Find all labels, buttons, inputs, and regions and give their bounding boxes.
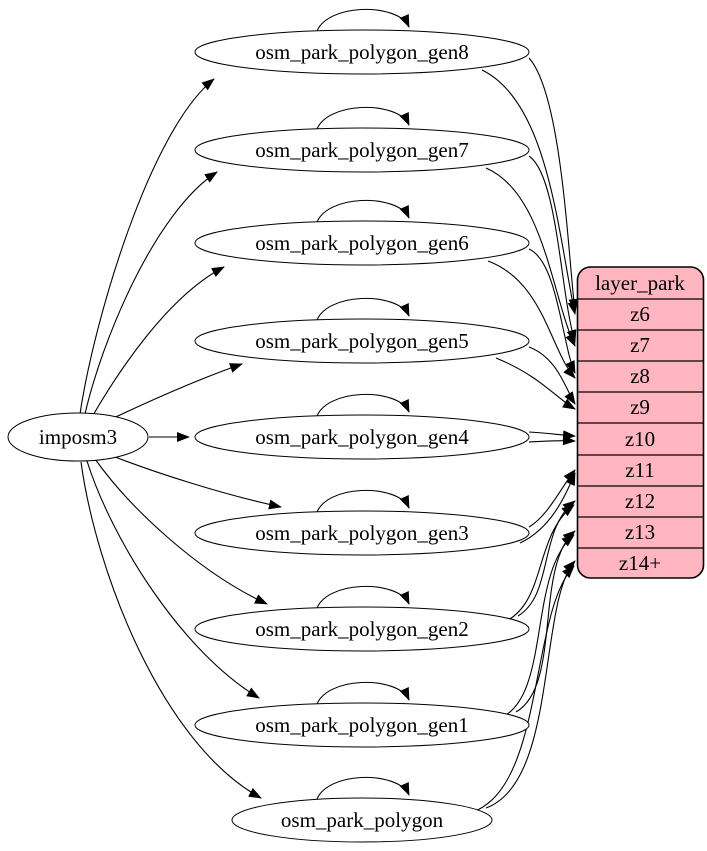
- edge-gen3-z11-b: [519, 472, 576, 544]
- edge-imposm3-gen7: [84, 171, 218, 415]
- edge-imposm3-gen2: [94, 458, 268, 605]
- imposm3-ellipse: [7, 412, 149, 462]
- gen6-ellipse: [194, 220, 530, 266]
- self-loop-gen1: [315, 681, 410, 708]
- row-z6: z6: [630, 302, 650, 326]
- edge-gen2-z12-b: [499, 504, 575, 625]
- gen5-label: osm_park_polygon_gen5: [255, 329, 468, 353]
- row-z9: z9: [630, 395, 650, 419]
- gen6-label: osm_park_polygon_gen6: [255, 231, 468, 255]
- gen3-label: osm_park_polygon_gen3: [255, 521, 468, 545]
- gen4-ellipse: [194, 414, 530, 460]
- edge-gen4-z10-a: [528, 430, 576, 441]
- edges-from-imposm3: [79, 78, 282, 799]
- node-osm-park-polygon-gen5: osm_park_polygon_gen5: [194, 318, 530, 364]
- self-loop-polygon: [315, 776, 410, 803]
- node-osm-park-polygon-gen1: osm_park_polygon_gen1: [194, 702, 530, 748]
- gen7-label: osm_park_polygon_gen7: [255, 138, 468, 162]
- row-z12: z12: [625, 489, 655, 513]
- row-z14: z14+: [619, 551, 661, 575]
- self-loop-gen3: [315, 489, 410, 516]
- gen8-label: osm_park_polygon_gen8: [255, 40, 468, 64]
- layer-park-table: layer_park z6 z7 z8 z9 z10 z11 z12 z13 z…: [576, 266, 705, 579]
- node-osm-park-polygon-gen3: osm_park_polygon_gen3: [194, 510, 530, 556]
- edge-gen5-z9-a: [528, 346, 576, 405]
- gen7-ellipse: [194, 127, 530, 173]
- edge-imposm3-gen3: [104, 452, 282, 510]
- edge-gen1-z13-b: [497, 534, 575, 720]
- polygon-label: osm_park_polygon: [281, 808, 444, 832]
- self-loop-gen4: [315, 393, 410, 420]
- edge-gen7-z7-a: [528, 155, 577, 343]
- edge-imposm3-gen1: [86, 460, 260, 699]
- edge-polygon-z14-a: [485, 560, 576, 809]
- gen8-ellipse: [194, 29, 530, 75]
- edge-gen7-z7-b: [485, 167, 576, 347]
- edge-gen1-z13-a: [515, 530, 576, 713]
- self-loop-gen6: [315, 199, 410, 226]
- row-z10: z10: [625, 427, 655, 451]
- node-imposm3: imposm3: [7, 412, 149, 462]
- edge-imposm3-gen8: [79, 78, 215, 415]
- edge-gen8-z6-b: [481, 69, 578, 315]
- self-loop-gen5: [315, 297, 410, 324]
- edge-imposm3-gen6: [91, 266, 225, 418]
- row-z8: z8: [630, 364, 650, 388]
- edge-gen3-z11-a: [528, 469, 576, 528]
- edge-gen4-z10-b: [528, 435, 576, 446]
- self-loop-gen2: [315, 585, 410, 612]
- edge-gen6-z8-b: [487, 260, 576, 379]
- imposm3-label: imposm3: [39, 425, 117, 449]
- node-osm-park-polygon-gen4: osm_park_polygon_gen4: [194, 414, 530, 460]
- polygon-ellipse: [231, 797, 493, 843]
- node-osm-park-polygon-gen8: osm_park_polygon_gen8: [194, 29, 530, 75]
- row-z11: z11: [625, 458, 655, 482]
- edges-to-layer-park: [465, 57, 579, 815]
- gen3-ellipse: [194, 510, 530, 556]
- self-loop-gen8: [315, 8, 410, 35]
- edge-polygon-z14-b: [465, 565, 575, 815]
- self-loop-gen7: [315, 106, 410, 133]
- gen1-ellipse: [194, 702, 530, 748]
- gen2-label: osm_park_polygon_gen2: [255, 617, 468, 641]
- layer-park-header: layer_park: [595, 271, 685, 295]
- edge-imposm3-polygon: [80, 461, 262, 799]
- node-osm-park-polygon-gen6: osm_park_polygon_gen6: [194, 220, 530, 266]
- self-loops: [315, 8, 410, 803]
- node-osm-park-polygon: osm_park_polygon: [231, 797, 493, 843]
- edge-gen5-z9-b: [495, 357, 576, 410]
- node-osm-park-polygon-gen7: osm_park_polygon_gen7: [194, 127, 530, 173]
- gen5-ellipse: [194, 318, 530, 364]
- edge-gen8-z6-a: [528, 57, 579, 312]
- edge-gen2-z12-a: [517, 500, 576, 617]
- gen4-label: osm_park_polygon_gen4: [255, 425, 469, 449]
- edge-imposm3-gen5: [102, 363, 243, 424]
- row-z13: z13: [625, 520, 655, 544]
- gen2-ellipse: [194, 606, 530, 652]
- gen1-label: osm_park_polygon_gen1: [255, 713, 468, 737]
- node-osm-park-polygon-gen2: osm_park_polygon_gen2: [194, 606, 530, 652]
- row-z7: z7: [630, 333, 650, 357]
- edge-gen6-z8-a: [528, 248, 576, 374]
